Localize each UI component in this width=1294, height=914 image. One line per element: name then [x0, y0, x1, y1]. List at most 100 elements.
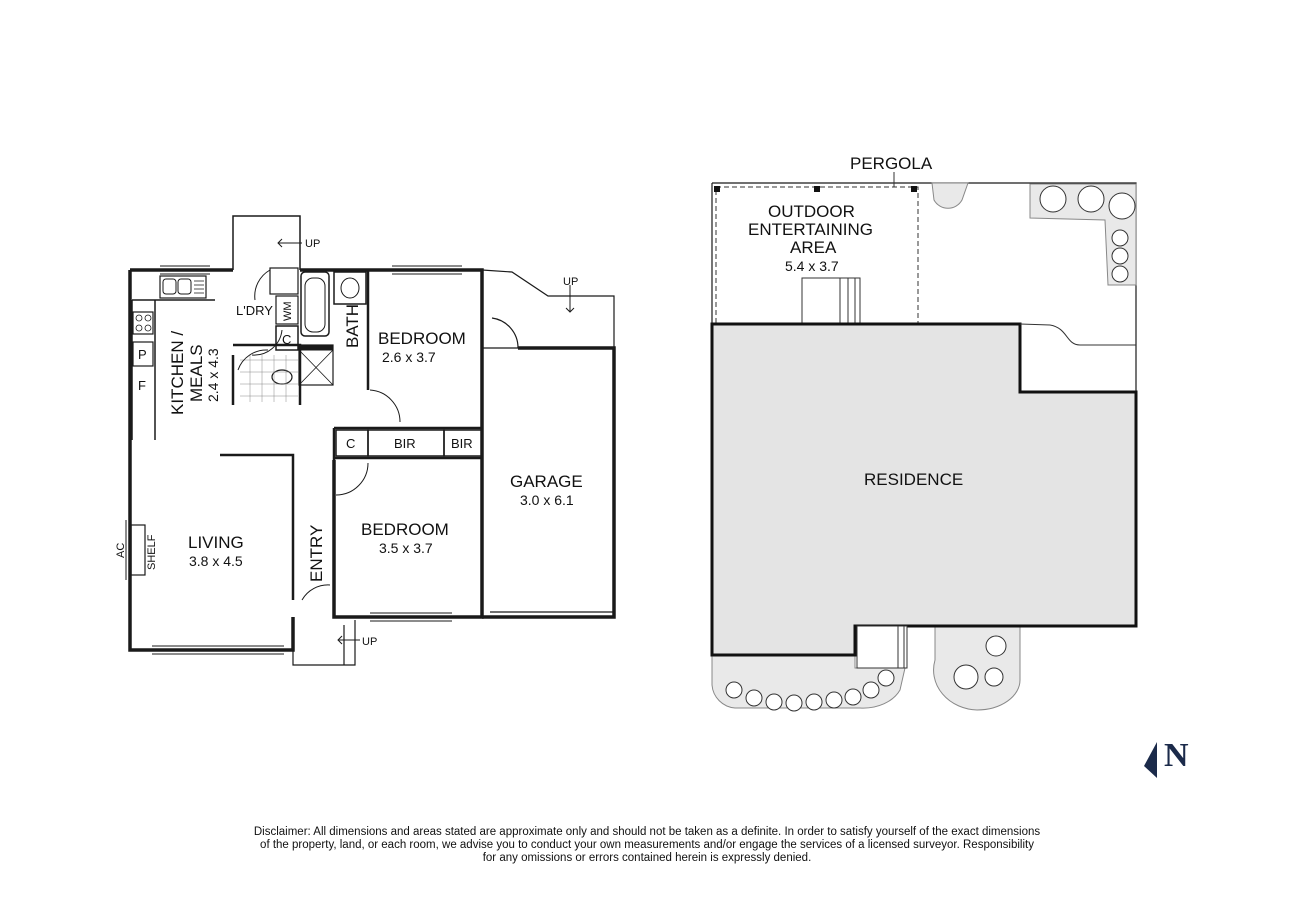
kitchen-sink — [159, 275, 207, 299]
kitchen-label-2: MEALS — [187, 344, 206, 402]
f-label: F — [138, 378, 146, 393]
garden-top — [931, 182, 969, 209]
front-step-lines — [897, 626, 905, 668]
up-label-1: UP — [305, 238, 320, 250]
shrub — [953, 664, 979, 690]
shelf-label: SHELF — [146, 534, 158, 570]
bedroom2-dims: 3.5 x 3.7 — [379, 540, 433, 556]
p-label: P — [138, 347, 147, 362]
pergola-label: PERGOLA — [850, 154, 933, 173]
shrub — [1039, 185, 1067, 213]
ldry-label: L'DRY — [236, 303, 273, 318]
shower-cross — [298, 349, 334, 386]
shrubs — [725, 185, 1136, 712]
bir-label-1: BIR — [394, 436, 416, 451]
kitchen-label-1: KITCHEN / — [168, 331, 187, 415]
shrub — [985, 635, 1007, 657]
bedroom2-label: BEDROOM — [361, 520, 449, 539]
shower — [298, 344, 334, 386]
north-arrow: N — [1144, 737, 1189, 778]
disclaimer-line: Disclaimer: All dimensions and areas sta… — [253, 826, 1041, 838]
pergola-post — [911, 186, 917, 192]
garage-label: GARAGE — [510, 472, 583, 491]
shrub — [1108, 192, 1136, 220]
up-label-2: UP — [563, 276, 578, 288]
front-steps — [856, 625, 908, 669]
bathtub-inner — [304, 277, 326, 333]
kitchen-bench — [131, 299, 215, 440]
outdoor-label-3: AREA — [790, 238, 837, 257]
north-arrow-icon — [1144, 742, 1157, 778]
vanity — [333, 271, 367, 305]
entry-steps — [292, 620, 356, 666]
shrub — [1111, 247, 1129, 265]
shelf — [130, 524, 146, 576]
disclaimer-line: for any omissions or errors contained he… — [482, 852, 812, 864]
pergola-step-lines — [839, 278, 856, 324]
floor-plan — [125, 215, 616, 666]
pergola-steps — [801, 277, 861, 325]
shrub — [877, 669, 895, 687]
shrub — [984, 667, 1004, 687]
outdoor-dims: 5.4 x 3.7 — [785, 258, 839, 274]
shrub — [765, 693, 783, 711]
disclaimer-line: of the property, land, or each room, we … — [260, 839, 1034, 851]
disclaimer: Disclaimer: All dimensions and areas sta… — [200, 826, 1094, 865]
residence-label: RESIDENCE — [864, 470, 963, 489]
side-path — [481, 269, 615, 349]
up-arrow — [277, 238, 575, 645]
shrub — [1111, 265, 1129, 283]
wm-label: WM — [282, 301, 294, 321]
windows — [125, 265, 462, 655]
floor-tiles — [240, 355, 298, 402]
shrub — [805, 693, 823, 711]
burner — [144, 324, 152, 332]
kitchen-dims: 2.4 x 4.3 — [205, 348, 221, 402]
residence — [710, 322, 1138, 657]
burner — [144, 314, 152, 322]
c-cupboard — [335, 429, 369, 457]
door-swings — [237, 269, 401, 601]
living-label: LIVING — [188, 533, 244, 552]
garage-door-swing — [491, 317, 519, 349]
c-label-2: C — [282, 332, 291, 347]
shrub — [1111, 229, 1129, 247]
basin — [340, 277, 360, 299]
shower-screen — [298, 344, 334, 351]
garden-bottom-right — [933, 625, 1021, 711]
bath-label: BATH — [343, 304, 362, 348]
shrub — [725, 681, 743, 699]
shrub — [825, 691, 843, 709]
site-plan: PERGOLA OUTDOOR ENTERTAINING AREA 5.4 x … — [710, 154, 1138, 712]
garage-dims: 3.0 x 6.1 — [520, 492, 574, 508]
sink-bowl-1 — [162, 278, 177, 295]
floor-plan-labels: KITCHEN / MEALS 2.4 x 4.3 L'DRY WM BATH … — [115, 238, 583, 648]
shrub — [1077, 185, 1105, 213]
entry-label: ENTRY — [307, 525, 326, 582]
cooktop — [132, 311, 154, 335]
bedroom1-label: BEDROOM — [378, 329, 466, 348]
bir-label-2: BIR — [451, 436, 473, 451]
shrub — [745, 689, 763, 707]
side-path-curve — [1019, 323, 1136, 346]
pantry — [132, 341, 154, 367]
pergola-post — [714, 186, 720, 192]
dish-drainer — [194, 280, 204, 294]
bathtub — [300, 271, 330, 337]
outdoor-label-2: ENTERTAINING — [748, 220, 873, 239]
shrub — [785, 694, 803, 712]
outdoor-label-1: OUTDOOR — [768, 202, 855, 221]
living-dims: 3.8 x 4.5 — [189, 553, 243, 569]
sink-bowl-2 — [177, 278, 192, 295]
garage-door — [490, 611, 614, 618]
pergola-post — [814, 186, 820, 192]
bir-cupboard-2 — [443, 429, 483, 457]
north-label: N — [1164, 737, 1189, 774]
burner — [135, 314, 143, 322]
washing-machine — [275, 295, 299, 325]
laundry-trough — [269, 267, 299, 295]
wc-cupboard — [275, 325, 299, 351]
bedroom1-dims: 2.6 x 3.7 — [382, 349, 436, 365]
shrub — [862, 681, 880, 699]
